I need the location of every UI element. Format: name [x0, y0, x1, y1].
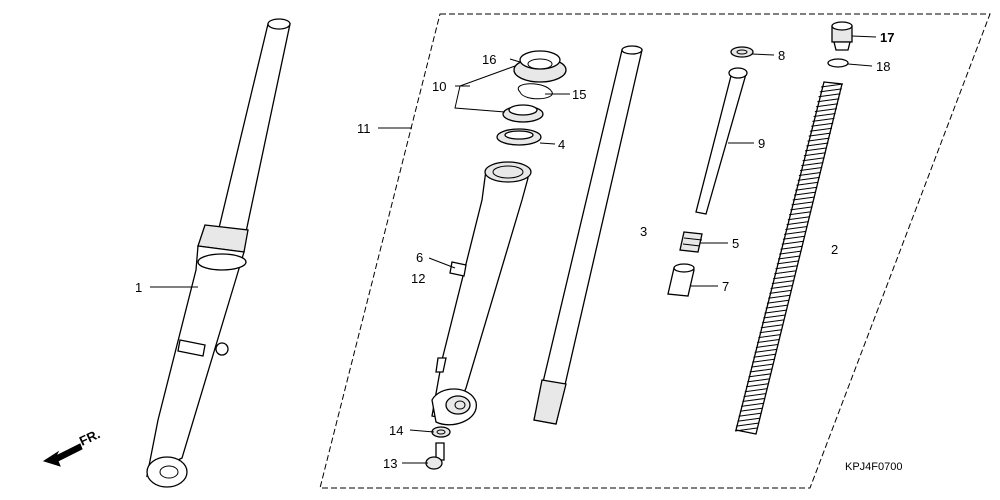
callout-15: 15 [572, 87, 586, 102]
callout-5: 5 [732, 236, 739, 251]
fork-piston [695, 67, 748, 215]
backup-ring [502, 104, 544, 123]
callout-1: 1 [135, 280, 142, 295]
washer [431, 426, 451, 438]
oil-lock-piece [667, 263, 695, 297]
fork-spring [734, 81, 844, 435]
bushing [496, 128, 542, 146]
oil-seal [513, 50, 567, 83]
callout-2: 2 [831, 242, 838, 257]
fork-pipe [533, 45, 643, 425]
rebound-spring [679, 231, 703, 253]
callout-9: 9 [758, 136, 765, 151]
fork-assembly [146, 18, 291, 488]
piston-washer [730, 46, 754, 58]
callout-7: 7 [722, 279, 729, 294]
front-direction-label: FR. [77, 426, 102, 448]
o-ring [827, 58, 849, 68]
callout-3: 3 [640, 224, 647, 239]
socket-bolt [425, 442, 445, 470]
circlip [517, 83, 553, 100]
callout-18: 18 [876, 59, 890, 74]
callout-4: 4 [558, 137, 565, 152]
callout-16: 16 [482, 52, 496, 67]
drawing-code: KPJ4F0700 [845, 461, 902, 473]
front-direction-arrow: FR. [42, 426, 102, 467]
callout-8: 8 [778, 48, 785, 63]
callout-10: 10 [432, 79, 446, 94]
callout-13: 13 [383, 456, 397, 471]
callout-14: 14 [389, 423, 403, 438]
bottom-case [431, 161, 532, 426]
group-outline [319, 13, 991, 489]
leader-lines [150, 35, 877, 464]
callout-11: 11 [357, 121, 371, 136]
callout-12: 12 [411, 271, 425, 286]
fork-bolt [831, 21, 853, 51]
callout-17: 17 [880, 30, 894, 45]
callout-6: 6 [416, 250, 423, 265]
